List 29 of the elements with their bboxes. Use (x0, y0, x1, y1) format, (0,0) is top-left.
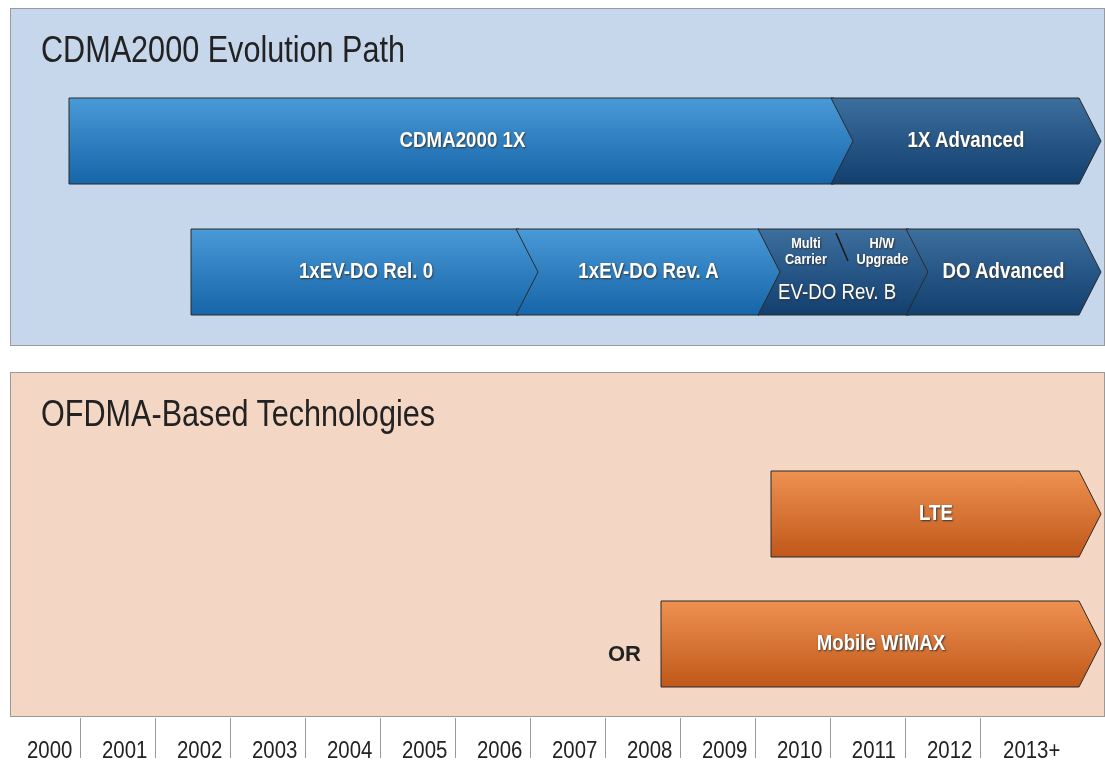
year-label: 2008 (627, 736, 673, 764)
year-label: 2006 (477, 736, 523, 764)
bar-label: 1xEV-DO Rel. 0 (297, 258, 435, 284)
panel-title: OFDMA-Based Technologies (41, 393, 436, 435)
bar-label: Mobile WiMAX (815, 630, 947, 656)
bar-label: 1xEV-DO Rev. A (577, 258, 720, 284)
year-label: 2007 (552, 736, 598, 764)
year-label: 2009 (702, 736, 748, 764)
year-label: 2003 (252, 736, 298, 764)
bar-label: 1X Advanced (906, 127, 1026, 153)
bar-label: Multi Carrier (784, 235, 828, 267)
year-label: 2010 (777, 736, 823, 764)
bar-label: EV-DO Rev. B (778, 279, 897, 305)
year-label: 2004 (327, 736, 373, 764)
panel-title: CDMA2000 Evolution Path (41, 29, 405, 71)
bar-label: LTE (918, 500, 954, 526)
bar-label: H/W Upgrade (856, 235, 908, 267)
year-label: 2011 (851, 736, 896, 764)
year-label: 2002 (177, 736, 223, 764)
bar-label: DO Advanced (941, 258, 1066, 284)
year-label: 2000 (27, 736, 73, 764)
year-label: 2001 (102, 736, 148, 764)
or-label: OR (608, 641, 641, 667)
year-label: 2013+ (1003, 736, 1061, 764)
panel (10, 8, 1105, 346)
panel (10, 372, 1105, 717)
year-label: 2005 (402, 736, 448, 764)
bar-label: CDMA2000 1X (398, 127, 527, 153)
year-label: 2012 (927, 736, 973, 764)
